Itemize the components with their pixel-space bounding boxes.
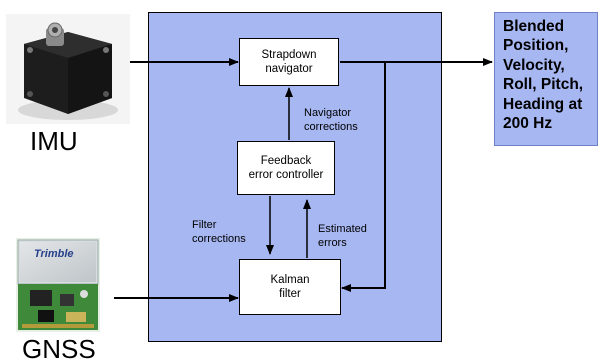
navigator-corrections-label: Navigator corrections (304, 107, 358, 134)
imu-sensor-image (6, 14, 130, 124)
gnss-brand-logo: Trimble (34, 248, 74, 260)
kalman-filter-block: Kalman filter (239, 259, 341, 315)
strapdown-navigator-block: Strapdown navigator (239, 38, 339, 86)
imu-label: IMU (30, 126, 78, 156)
filter-corrections-label: Filter corrections (192, 219, 246, 246)
blended-output-box: Blended Position, Velocity, Roll, Pitch,… (494, 12, 598, 146)
feedback-error-controller-block: Feedback error controller (237, 141, 335, 195)
output-to-kalman-arrow (341, 62, 386, 292)
gnss-receiver-image: Trimble (16, 238, 100, 332)
estimated-errors-label: Estimated errors (318, 223, 367, 250)
